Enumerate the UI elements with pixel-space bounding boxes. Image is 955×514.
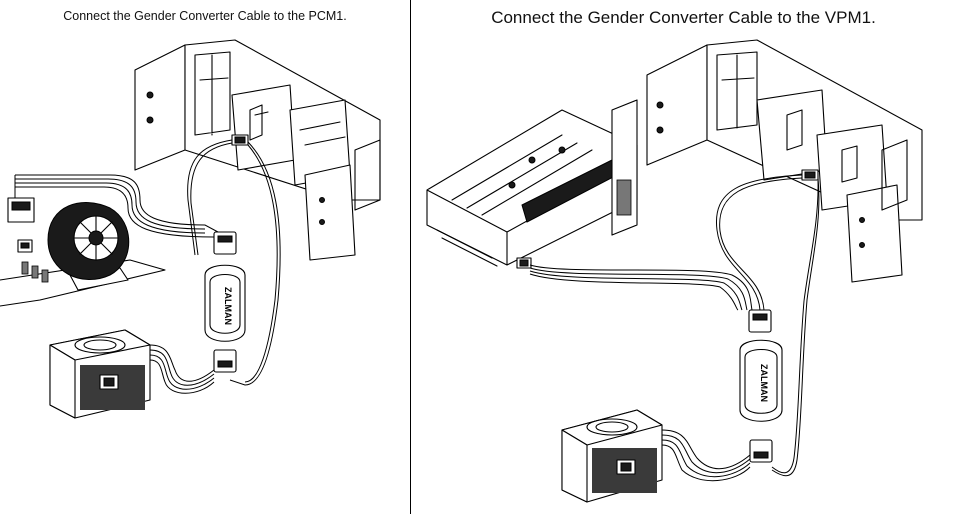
pcm1-connection-illustration: ZALMAN xyxy=(0,39,381,419)
vpm1-module xyxy=(801,169,819,181)
panel-divider xyxy=(410,0,411,514)
module-cable xyxy=(187,139,233,256)
power-supply xyxy=(561,409,663,503)
gpu-cable-bundle xyxy=(529,264,753,311)
zalman-logo: ZALMAN xyxy=(223,287,233,325)
gender-converter-controller: ZALMAN xyxy=(204,231,246,373)
motherboard-cable-bundle xyxy=(7,174,219,238)
vpm1-connection-illustration: ZALMAN xyxy=(426,39,923,503)
cpu-cooler xyxy=(47,202,130,291)
step-caption: Connect the Gender Converter Cable to th… xyxy=(491,8,876,27)
gender-converter-controller: ZALMAN xyxy=(739,309,783,463)
drive-bay-bracket xyxy=(646,39,923,283)
pcm1-module xyxy=(231,134,249,146)
step-caption: Connect the Gender Converter Cable to th… xyxy=(63,9,347,23)
drive-bay-bracket xyxy=(134,39,381,261)
step-panel-vpm1: Connect the Gender Converter Cable to th… xyxy=(412,0,955,514)
step-panel-pcm1: Connect the Gender Converter Cable to th… xyxy=(0,0,410,514)
psu-cable-bundle xyxy=(149,344,215,394)
return-cable xyxy=(771,177,820,477)
graphics-card xyxy=(426,99,638,269)
power-supply xyxy=(49,329,151,419)
return-cable xyxy=(229,141,281,386)
zalman-logo: ZALMAN xyxy=(759,364,769,402)
module-cable xyxy=(715,174,803,311)
small-components xyxy=(17,239,49,283)
psu-cable-bundle xyxy=(661,429,751,482)
